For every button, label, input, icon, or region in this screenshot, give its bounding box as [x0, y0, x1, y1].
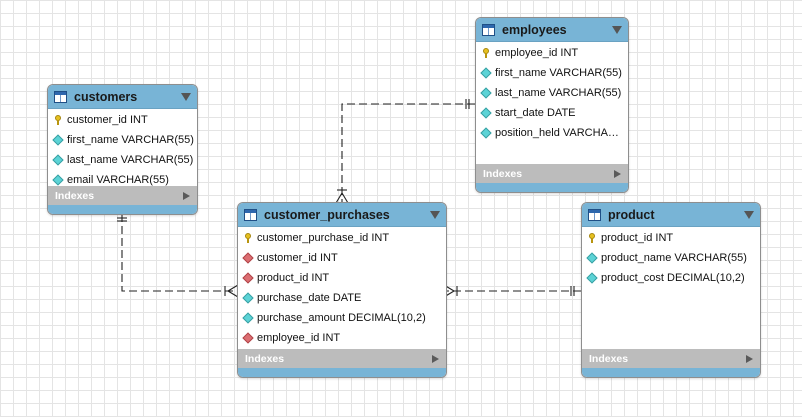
attribute-diamond-icon [480, 107, 492, 119]
attribute-diamond-icon [52, 174, 64, 186]
column-row[interactable]: purchase_amount DECIMAL(10,2) [238, 308, 446, 328]
column-row[interactable]: customer_id INT [48, 110, 197, 130]
table-product[interactable]: product product_id INT product_name VARCHA… [581, 202, 761, 378]
indexes-label: Indexes [55, 189, 95, 202]
table-icon [244, 208, 257, 221]
column-list: customer_id INT first_name VARCHAR(55) las… [48, 109, 197, 190]
column-label: last_name VARCHAR(55) [495, 87, 622, 99]
table-customer-purchases[interactable]: customer_purchases customer_purchase_id I… [237, 202, 447, 378]
expand-arrow-icon[interactable] [614, 169, 621, 178]
foreign-key-diamond-icon [242, 252, 254, 264]
column-row[interactable]: last_name VARCHAR(55) [476, 83, 628, 103]
primary-key-icon [481, 48, 491, 58]
column-label: product_cost DECIMAL(10,2) [601, 272, 745, 284]
table-customers[interactable]: customers customer_id INT first_name VARCH… [47, 84, 198, 215]
table-bottom-bar [48, 205, 197, 214]
column-list: customer_purchase_id INT customer_id INT p… [238, 227, 446, 348]
attribute-diamond-icon [52, 154, 64, 166]
column-label: email VARCHAR(55) [67, 174, 169, 186]
column-label: start_date DATE [495, 107, 576, 119]
attribute-diamond-icon [480, 67, 492, 79]
attribute-diamond-icon [242, 312, 254, 324]
table-bottom-bar [238, 368, 446, 377]
column-list: product_id INT product_name VARCHAR(55) pr… [582, 227, 760, 288]
collapse-arrow-icon[interactable] [612, 25, 622, 34]
column-label: customer_id INT [257, 252, 338, 264]
attribute-diamond-icon [586, 272, 598, 284]
collapse-arrow-icon[interactable] [181, 92, 191, 101]
column-row[interactable]: customer_purchase_id INT [238, 228, 446, 248]
indexes-section[interactable]: Indexes [48, 186, 197, 205]
table-header[interactable]: customers [48, 85, 197, 109]
attribute-diamond-icon [242, 292, 254, 304]
table-header[interactable]: employees [476, 18, 628, 42]
table-icon [588, 208, 601, 221]
attribute-diamond-icon [480, 87, 492, 99]
column-label: purchase_amount DECIMAL(10,2) [257, 312, 426, 324]
primary-key-icon [53, 115, 63, 125]
table-title: employees [502, 22, 567, 37]
indexes-section[interactable]: Indexes [238, 349, 446, 368]
column-label: employee_id INT [257, 332, 341, 344]
column-row[interactable]: position_held VARCHA… [476, 123, 628, 143]
collapse-arrow-icon[interactable] [430, 210, 440, 219]
column-label: first_name VARCHAR(55) [67, 134, 194, 146]
indexes-section[interactable]: Indexes [476, 164, 628, 183]
column-label: customer_purchase_id INT [257, 232, 390, 244]
column-row[interactable]: product_cost DECIMAL(10,2) [582, 268, 760, 288]
indexes-section[interactable]: Indexes [582, 349, 760, 368]
column-row[interactable]: product_name VARCHAR(55) [582, 248, 760, 268]
primary-key-icon [243, 233, 253, 243]
primary-key-icon [587, 233, 597, 243]
column-row[interactable]: product_id INT [582, 228, 760, 248]
expand-arrow-icon[interactable] [746, 354, 753, 363]
table-bottom-bar [582, 368, 760, 377]
column-label: last_name VARCHAR(55) [67, 154, 194, 166]
column-row[interactable]: email VARCHAR(55) [48, 170, 197, 190]
indexes-label: Indexes [589, 352, 629, 365]
column-row[interactable]: employee_id INT [476, 43, 628, 63]
table-title: customer_purchases [264, 207, 390, 222]
table-title: customers [74, 89, 138, 104]
table-icon [54, 90, 67, 103]
column-label: purchase_date DATE [257, 292, 362, 304]
column-row[interactable]: first_name VARCHAR(55) [476, 63, 628, 83]
table-employees[interactable]: employees employee_id INT first_name VARCH… [475, 17, 629, 193]
column-label: position_held VARCHA… [495, 127, 619, 139]
column-list: employee_id INT first_name VARCHAR(55) las… [476, 42, 628, 143]
relationship-line-employees[interactable] [341, 103, 475, 203]
table-header[interactable]: product [582, 203, 760, 227]
table-icon [482, 23, 495, 36]
foreign-key-diamond-icon [242, 332, 254, 344]
foreign-key-diamond-icon [242, 272, 254, 284]
column-row[interactable]: product_id INT [238, 268, 446, 288]
column-label: customer_id INT [67, 114, 148, 126]
table-title: product [608, 207, 655, 222]
expand-arrow-icon[interactable] [183, 191, 190, 200]
table-header[interactable]: customer_purchases [238, 203, 446, 227]
column-label: employee_id INT [495, 47, 579, 59]
attribute-diamond-icon [52, 134, 64, 146]
column-row[interactable]: purchase_date DATE [238, 288, 446, 308]
attribute-diamond-icon [586, 252, 598, 264]
column-label: first_name VARCHAR(55) [495, 67, 622, 79]
attribute-diamond-icon [480, 127, 492, 139]
expand-arrow-icon[interactable] [432, 354, 439, 363]
column-label: product_id INT [257, 272, 330, 284]
column-row[interactable]: last_name VARCHAR(55) [48, 150, 197, 170]
indexes-label: Indexes [483, 167, 523, 180]
column-row[interactable]: first_name VARCHAR(55) [48, 130, 197, 150]
collapse-arrow-icon[interactable] [744, 210, 754, 219]
table-bottom-bar [476, 183, 628, 192]
column-label: product_id INT [601, 232, 674, 244]
column-row[interactable]: start_date DATE [476, 103, 628, 123]
column-row[interactable]: customer_id INT [238, 248, 446, 268]
indexes-label: Indexes [245, 352, 285, 365]
column-label: product_name VARCHAR(55) [601, 252, 747, 264]
relationship-line-customers[interactable] [121, 214, 238, 292]
column-row[interactable]: employee_id INT [238, 328, 446, 348]
